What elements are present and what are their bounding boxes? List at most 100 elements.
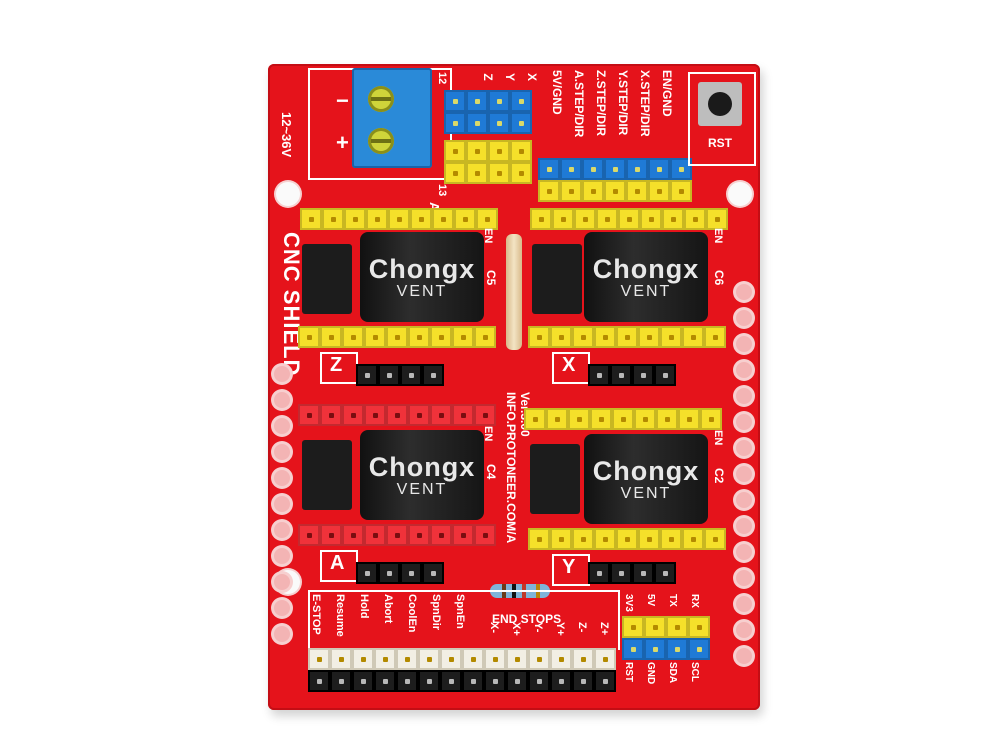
microstep-jumpers-blue-row1[interactable] [444, 90, 532, 112]
polarity-plus-label: + [336, 130, 349, 155]
pin-map-a-step: A.STEP/DIR [572, 70, 586, 138]
label-sda: SDA [667, 662, 678, 684]
label-z-minus: Z- [576, 622, 588, 633]
cap-label-c2: C2 [712, 468, 726, 484]
label-coolen: CoolEn [406, 594, 418, 633]
capacitor-vent: VENT [620, 484, 672, 502]
motor-x-connector[interactable] [588, 364, 676, 386]
pin-13-label: 13 [436, 184, 448, 197]
jumper-label-z: Z [481, 73, 495, 81]
polarity-minus-label: − [336, 88, 349, 113]
voltage-label: 12~36V [279, 112, 294, 158]
pin-map-5v-gnd: 5V/GND [550, 70, 564, 115]
driver-a-pin-block[interactable] [302, 440, 352, 510]
power-terminal-block[interactable] [352, 68, 432, 168]
board-title: CNC SHIELD [279, 232, 304, 377]
terminal-screw-plus[interactable] [368, 128, 394, 154]
cap-label-c4: C4 [484, 464, 498, 480]
cap-label-c5: C5 [484, 270, 498, 286]
control-endstop-header-black[interactable] [308, 670, 616, 692]
microstep-jumpers-blue-row2[interactable] [444, 112, 532, 134]
label-x-plus: X+ [510, 622, 522, 636]
capacitor-vent: VENT [396, 282, 448, 300]
reset-box-frame [688, 72, 756, 166]
label-hold: Hold [358, 594, 370, 619]
capacitor-brand: Chongx [368, 253, 476, 284]
capacitor-vent: VENT [396, 480, 448, 498]
driver-x-header-bottom[interactable] [528, 326, 726, 348]
reset-button[interactable] [708, 92, 732, 116]
driver-z-header-bottom[interactable] [298, 326, 496, 348]
label-spndir: SpnDir [430, 594, 442, 631]
label-abort: Abort [382, 594, 394, 624]
motor-a-connector[interactable] [356, 562, 444, 584]
capacitor-brand: Chongx [592, 253, 700, 284]
label-y-minus: Y- [532, 622, 544, 633]
en-label-a: EN [482, 426, 494, 442]
label-5v: 5V [645, 594, 656, 607]
driver-z-pin-block[interactable] [302, 244, 352, 314]
capacitor-c2: Chongx VENT [584, 434, 708, 524]
driver-a-header-bottom[interactable] [298, 524, 496, 546]
terminal-screw-minus[interactable] [368, 86, 394, 112]
capacitor-c5: Chongx VENT [360, 232, 484, 322]
control-pins-frame [308, 590, 620, 650]
label-tx: TX [667, 594, 678, 607]
center-fuse [506, 234, 522, 350]
control-endstop-header-white[interactable] [308, 648, 616, 670]
jumper-labels: Z Y X [480, 70, 540, 84]
capacitor-c6: Chongx VENT [584, 232, 708, 322]
left-edge-pads [274, 366, 294, 666]
pin-12-label: 12 [436, 72, 448, 85]
capacitor-vent: VENT [620, 282, 672, 300]
i2c-header-blue[interactable] [622, 638, 710, 660]
en-label-z: EN [482, 228, 494, 244]
label-rst: RST [623, 662, 634, 682]
i2c-header-yellow[interactable] [622, 616, 710, 638]
microstep-jumpers-yellow-row2[interactable] [444, 162, 532, 184]
pin-map-y-step: Y.STEP/DIR [616, 70, 630, 136]
label-3v3: 3V3 [623, 594, 634, 612]
motor-z-connector[interactable] [356, 364, 444, 386]
label-y-plus: Y+ [554, 622, 566, 636]
driver-y-pin-block[interactable] [530, 444, 580, 514]
axis-label-a: A [330, 552, 345, 574]
driver-x-header-top[interactable] [530, 208, 728, 230]
driver-a-header-top[interactable] [298, 404, 496, 426]
pin-map-header-yellow[interactable] [538, 180, 692, 202]
end-stops-title: END STOPS [492, 612, 562, 626]
capacitor-c4: Chongx VENT [360, 430, 484, 520]
driver-y-header-bottom[interactable] [528, 528, 726, 550]
mounting-hole-top-left [276, 182, 300, 206]
label-e-stop: E-STOP [310, 594, 322, 635]
label-gnd: GND [645, 662, 656, 685]
axis-label-x: X [562, 354, 576, 376]
pin-map-z-step: Z.STEP/DIR [594, 70, 608, 137]
pin-map-x-step: X.STEP/DIR [638, 70, 652, 137]
microstep-jumpers-yellow-row1[interactable] [444, 140, 532, 162]
label-spnen: SpnEn [454, 594, 466, 629]
label-z-plus: Z+ [598, 622, 610, 636]
right-edge-pads [736, 284, 756, 684]
reset-label: RST [708, 136, 732, 150]
driver-z-header-top[interactable] [300, 208, 498, 230]
pin-map-labels: 5V/GND A.STEP/DIR Z.STEP/DIR Y.STEP/DIR … [546, 70, 694, 152]
pin-map-en-gnd: EN/GND [660, 70, 674, 117]
en-label-y: EN [712, 430, 724, 446]
driver-x-pin-block[interactable] [532, 244, 582, 314]
label-scl: SCL [689, 662, 700, 682]
capacitor-brand: Chongx [368, 451, 476, 482]
driver-y-header-top[interactable] [524, 408, 722, 430]
pin-map-header-blue[interactable] [538, 158, 692, 180]
motor-y-connector[interactable] [588, 562, 676, 584]
url-label: INFO.PROTONEER.COM/A [504, 392, 518, 544]
jumper-label-x: X [525, 72, 539, 81]
en-label-x: EN [712, 228, 724, 244]
axis-label-y: Y [562, 556, 576, 578]
label-rx: RX [689, 594, 700, 608]
jumper-label-y: Y [503, 72, 517, 81]
cnc-shield-board: 12~36V − + ADR 12 13 Z Y X 5V/GND A.STEP… [268, 64, 760, 710]
mounting-hole-top-right [728, 182, 752, 206]
label-x-minus: X- [488, 622, 500, 633]
cap-label-c6: C6 [712, 270, 726, 286]
